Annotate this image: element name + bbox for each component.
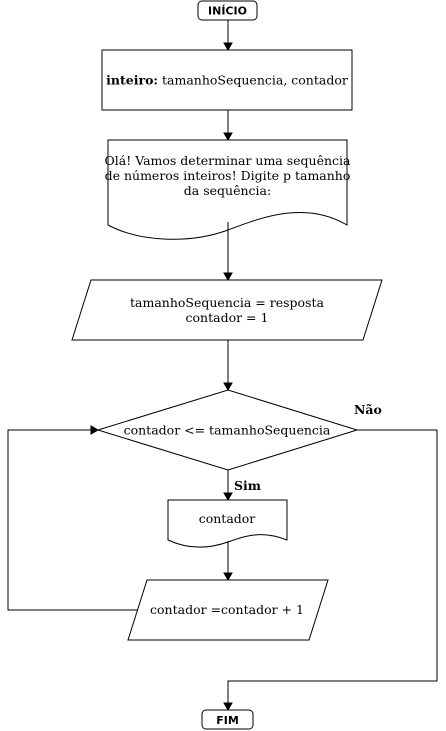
- increment-label: contador =contador + 1: [150, 602, 304, 617]
- end-label: FIM: [216, 714, 239, 727]
- prompt-line-1: Olá! Vamos determinar uma sequência: [105, 153, 352, 168]
- prompt-line-2: de números inteiros! Digite p tamanho: [105, 168, 351, 183]
- decision-label: contador <= tamanhoSequencia: [124, 423, 331, 438]
- increment-parallelogram: contador =contador + 1: [127, 579, 329, 641]
- edge-decision-to-output: [223, 470, 233, 502]
- assign-line-2: contador = 1: [186, 310, 269, 325]
- output-label: contador: [199, 511, 256, 526]
- assign-parallelogram: tamanhoSequencia = resposta contador = 1: [71, 279, 383, 341]
- output-document-shape: contador: [167, 499, 288, 548]
- edge-assign-to-decision: [223, 340, 233, 392]
- prompt-line-3: da sequência:: [184, 183, 271, 198]
- declare-type-keyword: inteiro:: [106, 73, 158, 88]
- no-branch-label: Não: [354, 402, 382, 417]
- declare-text: inteiro: tamanhoSequencia, contador: [106, 73, 348, 88]
- edge-output-to-increment: [223, 541, 233, 582]
- edge-start-to-declare: [223, 20, 233, 52]
- declare-variables: tamanhoSequencia, contador: [158, 73, 348, 88]
- declare-process-box: inteiro: tamanhoSequencia, contador: [101, 49, 353, 111]
- edge-loop-back-to-decision: [7, 425, 137, 611]
- edge-declare-to-prompt: [223, 110, 233, 142]
- start-label: INÍCIO: [208, 5, 247, 18]
- assign-line-1: tamanhoSequencia = resposta: [130, 295, 324, 310]
- yes-branch-label: Sim: [234, 478, 261, 493]
- start-terminal: INÍCIO: [197, 0, 258, 21]
- end-terminal: FIM: [201, 709, 254, 730]
- decision-diamond: contador <= tamanhoSequencia: [96, 389, 359, 471]
- edge-decision-no-to-end: [223, 429, 438, 712]
- edge-prompt-to-assign: [223, 222, 233, 282]
